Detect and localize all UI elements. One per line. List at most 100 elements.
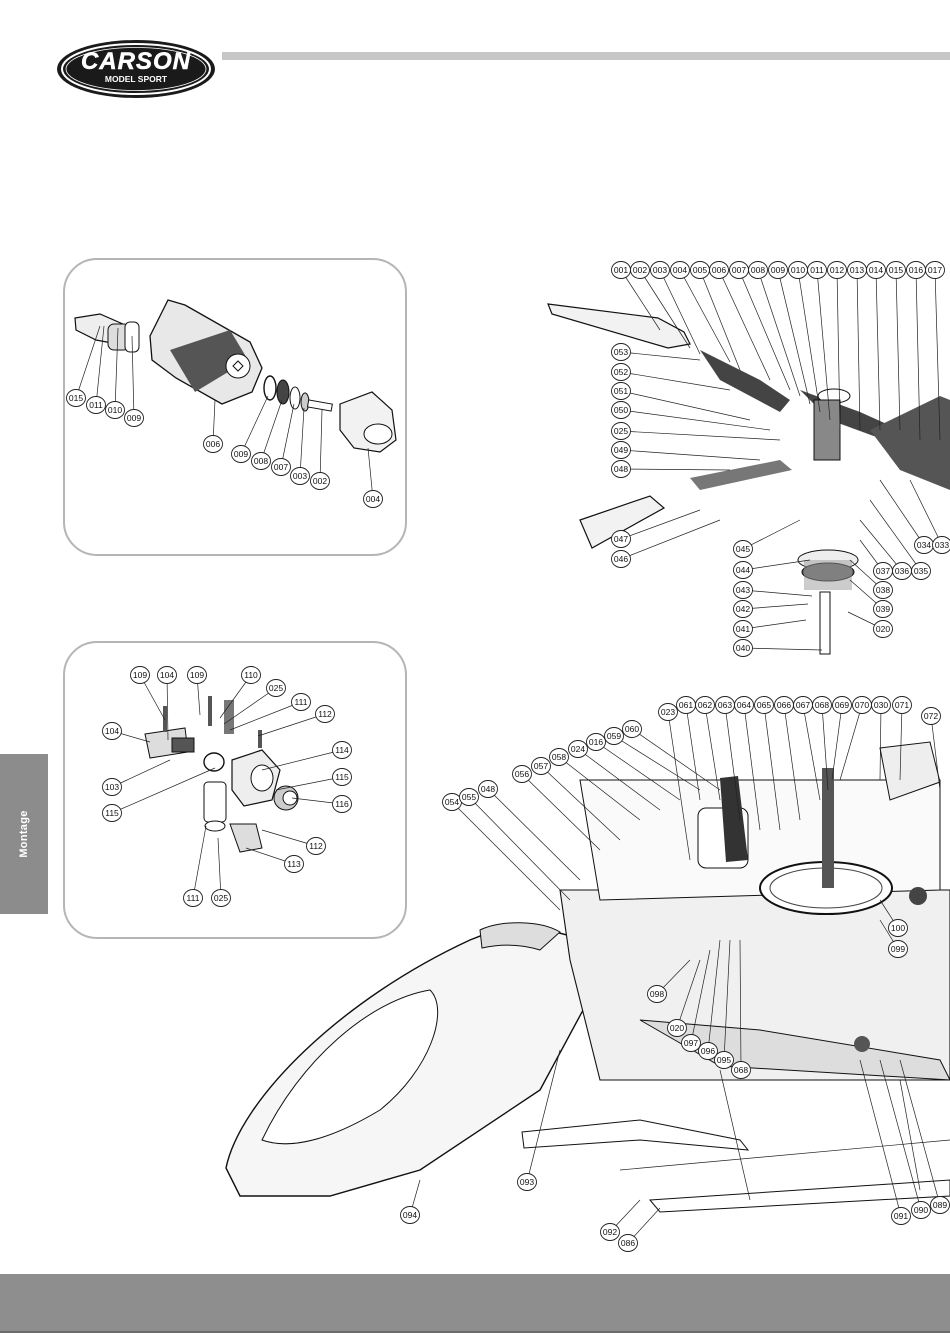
rotor-head-left-labels-callout: 049 bbox=[611, 441, 631, 459]
chassis-top-labels-callout: 066 bbox=[774, 696, 794, 714]
callout-circle bbox=[866, 261, 886, 279]
detail-2-labels-callout: 112 bbox=[306, 837, 326, 855]
rotor-head-top-labels-callout: 009 bbox=[768, 261, 788, 279]
callout-circle bbox=[733, 620, 753, 638]
part-number: 099 bbox=[891, 944, 905, 954]
part-number: 014 bbox=[869, 265, 883, 275]
chassis-lower-labels-callout: 095 bbox=[714, 1051, 734, 1069]
leader-line bbox=[875, 269, 881, 431]
callout-circle bbox=[832, 696, 852, 714]
part-number: 023 bbox=[661, 707, 675, 717]
rotor-head-left-labels-callout: 046 bbox=[611, 550, 631, 568]
callout-circle bbox=[911, 562, 931, 580]
leader-line bbox=[738, 269, 791, 391]
detail-1-labels-callout: 006 bbox=[203, 435, 223, 453]
detail-2-labels-callout: 112 bbox=[315, 705, 335, 723]
rotor-head-top-labels-callout: 006 bbox=[709, 261, 729, 279]
part-number: 033 bbox=[935, 540, 949, 550]
part-number: 057 bbox=[534, 761, 548, 771]
callout-circle bbox=[66, 389, 86, 407]
chassis-lower-labels-callout: 094 bbox=[400, 1206, 420, 1224]
callout-circle bbox=[932, 536, 950, 554]
part-number: 012 bbox=[830, 265, 844, 275]
detail-2-labels-callout: 111 bbox=[291, 693, 311, 711]
callout-circle bbox=[124, 409, 144, 427]
chassis-top-labels-callout: 070 bbox=[852, 696, 872, 714]
detail-1-labels-callout: 008 bbox=[251, 452, 271, 470]
leader-line bbox=[718, 269, 771, 381]
callout-circle bbox=[241, 666, 261, 684]
chassis-top-labels-callout: 071 bbox=[892, 696, 912, 714]
leader-line bbox=[613, 735, 701, 791]
detail-2-labels-callout: 114 bbox=[332, 741, 352, 759]
callout-circle bbox=[459, 788, 479, 806]
leader-line bbox=[595, 741, 681, 801]
part-number: 015 bbox=[69, 393, 83, 403]
part-number: 093 bbox=[520, 1177, 534, 1187]
part-number: 020 bbox=[670, 1023, 684, 1033]
rotor-head-top-labels-callout: 014 bbox=[866, 261, 886, 279]
callout-circle bbox=[363, 490, 383, 508]
leader-line bbox=[797, 269, 821, 413]
detail-1-labels-callout: 015 bbox=[66, 389, 86, 407]
leader-line bbox=[836, 269, 841, 431]
callout-circle bbox=[733, 540, 753, 558]
rotor-head-top-labels-callout: 017 bbox=[925, 261, 945, 279]
part-number: 006 bbox=[206, 439, 220, 449]
part-number: 017 bbox=[928, 265, 942, 275]
callout-circle bbox=[650, 261, 670, 279]
leader-line bbox=[839, 704, 863, 781]
chassis-lower-labels-callout: 020 bbox=[667, 1019, 687, 1037]
rotor-head-top-labels-callout: 002 bbox=[630, 261, 650, 279]
callout-circle bbox=[886, 261, 906, 279]
leader-line bbox=[899, 704, 903, 781]
leader-line bbox=[723, 939, 731, 1061]
leader-line bbox=[131, 335, 135, 419]
leader-line bbox=[521, 773, 601, 851]
callout-circle bbox=[611, 363, 631, 381]
part-number: 115 bbox=[335, 772, 349, 782]
rotor-head-top-labels-callout: 008 bbox=[748, 261, 768, 279]
callout-circle bbox=[203, 435, 223, 453]
part-number: 089 bbox=[933, 1200, 947, 1210]
rotor-head-center-labels-callout: 045 bbox=[733, 540, 753, 558]
part-number: 040 bbox=[736, 643, 750, 653]
callout-circle bbox=[332, 741, 352, 759]
leader-line bbox=[257, 713, 326, 737]
callout-circle bbox=[102, 778, 122, 796]
rotor-head-right-labels-callout: 034 bbox=[914, 536, 934, 554]
leader-line bbox=[166, 674, 169, 741]
rotor-head-top-labels-callout: 005 bbox=[690, 261, 710, 279]
part-number: 049 bbox=[614, 445, 628, 455]
part-number: 009 bbox=[771, 265, 785, 275]
part-number: 016 bbox=[589, 737, 603, 747]
part-number: 010 bbox=[791, 265, 805, 275]
leader-line bbox=[487, 788, 581, 881]
leader-line bbox=[859, 519, 903, 572]
leader-line bbox=[899, 1059, 941, 1206]
leader-line bbox=[742, 647, 823, 651]
part-number: 097 bbox=[684, 1038, 698, 1048]
leader-line bbox=[620, 371, 731, 391]
detail-2-labels-callout: 104 bbox=[157, 666, 177, 684]
leader-line bbox=[895, 269, 901, 431]
leader-line bbox=[831, 704, 843, 781]
part-number: 094 bbox=[403, 1210, 417, 1220]
part-number: 067 bbox=[796, 700, 810, 710]
chassis-top-labels-callout: 067 bbox=[793, 696, 813, 714]
part-number: 103 bbox=[105, 782, 119, 792]
callout-circle bbox=[714, 1051, 734, 1069]
leader-line bbox=[620, 351, 701, 361]
part-number: 036 bbox=[895, 566, 909, 576]
part-number: 098 bbox=[650, 989, 664, 999]
callout-circle bbox=[284, 855, 304, 873]
callout-circle bbox=[647, 985, 667, 1003]
part-number: 007 bbox=[274, 462, 288, 472]
callout-circle bbox=[754, 696, 774, 714]
callout-circle bbox=[105, 401, 125, 419]
leader-line bbox=[620, 519, 721, 560]
callout-circle bbox=[681, 1034, 701, 1052]
callout-circle bbox=[807, 261, 827, 279]
part-number: 003 bbox=[293, 471, 307, 481]
part-number: 024 bbox=[571, 744, 585, 754]
